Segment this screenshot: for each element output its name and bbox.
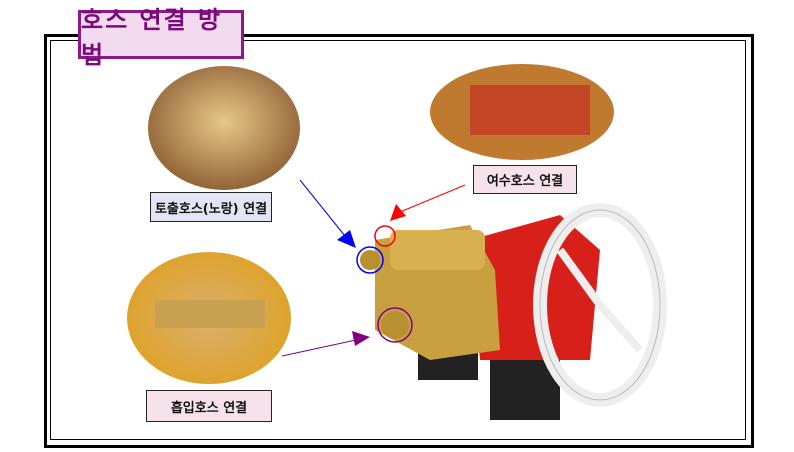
suction-arrow xyxy=(281,339,357,357)
suction-closeup-detail xyxy=(155,300,265,328)
suction-marker-circle xyxy=(377,307,413,343)
suction-arrowhead xyxy=(352,331,370,346)
outer-frame xyxy=(44,34,754,448)
inner-frame xyxy=(50,40,746,440)
suction-hose-label: 흡입호스 연결 xyxy=(146,390,272,422)
discharge-arrowhead xyxy=(337,230,356,248)
discharge-hose-label: 토출호스(노랑) 연결 xyxy=(150,192,272,222)
bypass-closeup-detail xyxy=(470,85,590,135)
page-title: 호스 연결 방법 xyxy=(78,6,244,69)
bypass-arrow xyxy=(399,184,466,213)
discharge-arrow xyxy=(299,179,346,237)
bypass-marker-circle xyxy=(374,225,396,247)
discharge-marker-circle xyxy=(356,246,384,274)
discharge-closeup-photo xyxy=(148,66,300,190)
bypass-hose-label: 여수호스 연결 xyxy=(473,165,577,194)
pump-photo xyxy=(360,203,667,420)
bypass-arrowhead xyxy=(390,204,406,221)
